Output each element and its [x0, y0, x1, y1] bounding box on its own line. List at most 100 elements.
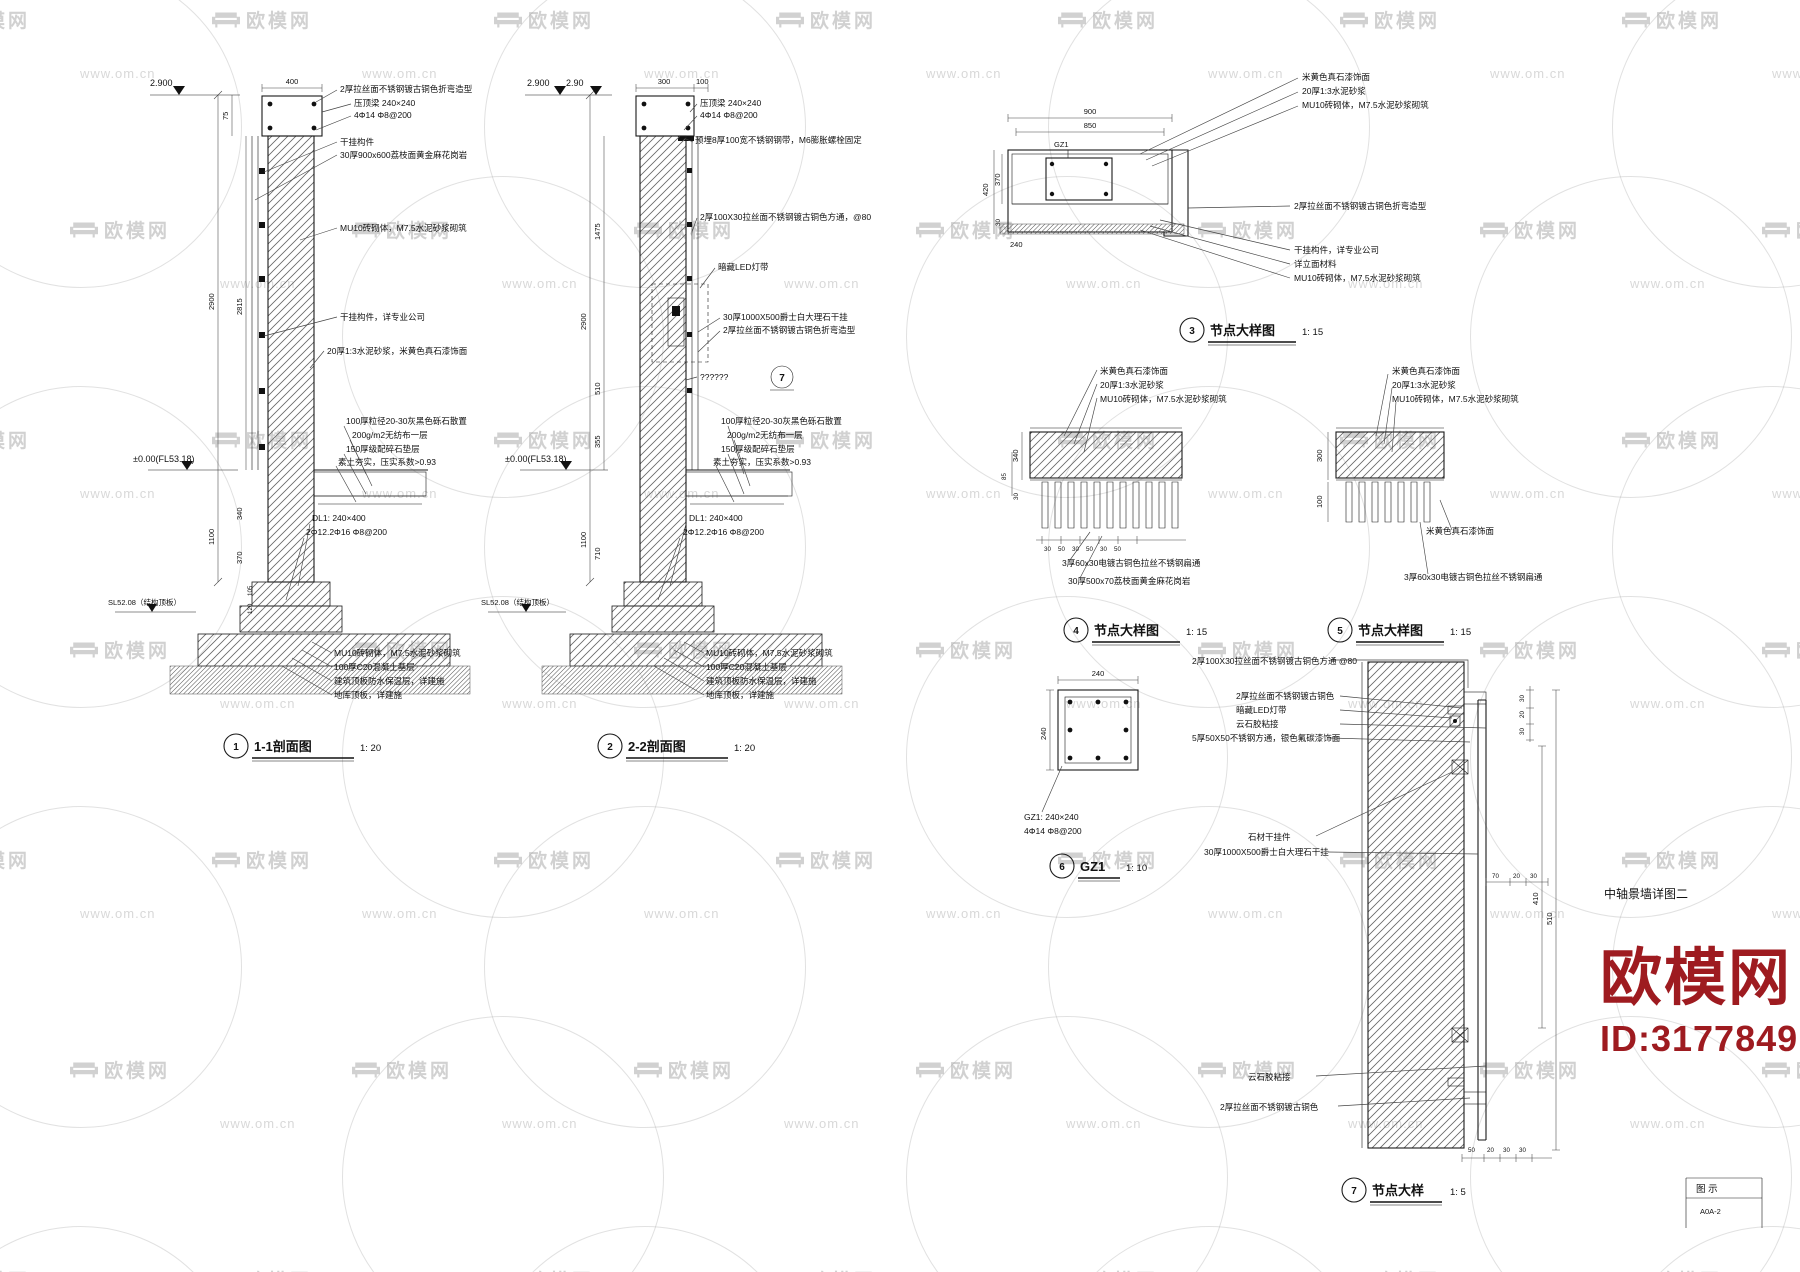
annotation: 3厚60x30电镀古铜色拉丝不锈钢扁通: [1404, 572, 1543, 582]
annotation: MU10砖砌体，M7.5水泥砂浆砌筑: [1302, 100, 1429, 110]
detail-5-node: 300 100 米黄色真石漆饰面 20厚1:3水泥砂浆 MU10砖砌体，M7.5…: [1315, 366, 1543, 646]
led-channel: [667, 297, 685, 347]
annotation: 30厚500x70荔枝面黄金麻花岗岩: [1068, 576, 1191, 586]
annotation: 建筑顶板防水保温层，详建施: [334, 676, 445, 686]
dim-line: [261, 84, 323, 92]
annotation: 云石胶粘接: [1248, 1072, 1291, 1082]
elevation-value: 2.900: [527, 78, 550, 88]
detail-number: 3: [1189, 326, 1195, 337]
dim-text: 400: [286, 77, 299, 86]
led-strip: [672, 306, 680, 316]
zero-level-marker-icon: [181, 461, 193, 470]
detail-3-node: 900 850 GZ1 420 370 30 240 米黄色真石漆饰面 20厚1…: [981, 72, 1429, 346]
dim-text: 120: [247, 603, 254, 614]
wall-body: [267, 135, 315, 583]
rebar-dots: [267, 101, 317, 131]
detail-title: GZ1: [1080, 859, 1105, 874]
detail-number-circle: [1179, 317, 1205, 343]
dim-chain-bottom: [1036, 536, 1186, 544]
column-section: [1045, 157, 1113, 201]
dim-text: 30: [1519, 1147, 1526, 1154]
sheet-side-note: 中轴景墙详图二: [1604, 886, 1688, 901]
stone-cladding-lines: [251, 136, 259, 470]
top-fitting: [1447, 705, 1465, 715]
render-band: [1335, 431, 1445, 479]
dim-text: 50: [1058, 546, 1065, 553]
masonry-hatch: [1011, 153, 1169, 205]
leader-line: [1041, 765, 1063, 813]
annotation: 2厚100X30拉丝面不锈钢镀古铜色方通，@80: [700, 212, 871, 222]
detail-scale: 1: 15: [1302, 327, 1323, 338]
dim-text: 50: [1114, 546, 1121, 553]
elevation-marker-icon: [554, 86, 602, 95]
annotation: MU10砖砌体，M7.5水泥砂浆砌筑: [340, 223, 467, 233]
leader-lines: [254, 89, 373, 601]
top-fitting: [1463, 691, 1487, 705]
annotation: 2厚拉丝面不锈钢镀古铜色: [1236, 691, 1335, 701]
annotation: 米黄色真石漆饰面: [1426, 526, 1495, 536]
title-block-label: 图 示: [1696, 1184, 1718, 1195]
annotation: 30厚1000X500爵士白大理石干挂: [1204, 847, 1329, 857]
footing-step-1: [251, 581, 331, 607]
steel-flat-bars: [1345, 481, 1431, 523]
led-box: [1449, 715, 1461, 727]
dim-text: 900: [1084, 107, 1097, 116]
bottom-fitting: [1447, 1077, 1465, 1087]
detail-number-circle: [223, 733, 249, 759]
detail-scale: 1: 20: [734, 743, 755, 754]
annotation: MU10砖砌体，M7.5水泥砂浆砌筑: [1392, 394, 1519, 404]
structure-band: [169, 665, 471, 695]
detail-title: 节点大样: [1372, 1183, 1424, 1198]
rebar-dots: [1049, 161, 1109, 197]
annotation: 4Φ14 Φ8@200: [354, 110, 412, 120]
annotation: 干挂构件，详专业公司: [1294, 245, 1379, 255]
dim-text: 370: [993, 173, 1002, 186]
annotation: 3厚60x30电镀古铜色拉丝不锈钢扁通: [1062, 558, 1201, 568]
column-label: GZ1: [1054, 140, 1069, 149]
annotation: 2厚拉丝面不锈钢镀古铜色折弯造型: [340, 84, 473, 94]
dim-chain-mid: [1485, 878, 1549, 886]
annotation: 详立面材料: [1294, 259, 1337, 269]
annotation: 压顶梁 240×240: [354, 98, 415, 108]
dim-text: 240: [1092, 669, 1105, 678]
dim-text: 20: [1487, 1147, 1494, 1154]
sub-base-lines: [686, 495, 788, 505]
annotation: 150厚级配碎石垫层: [721, 444, 795, 454]
annotation: 米黄色真石漆饰面: [1100, 366, 1169, 376]
om-logo-text: 欧模网: [1600, 944, 1793, 1013]
led-detail-dashed-box: [651, 283, 709, 363]
dim-lines-left: [993, 150, 1003, 234]
annotation: 20厚1:3水泥砂浆，米黄色真石漆饰面: [327, 346, 468, 356]
dim-text: 510: [593, 382, 602, 395]
dim-text: 300: [1315, 449, 1324, 462]
dim-text: 2900: [579, 313, 588, 330]
sl-text: SL52.08（结构顶板）: [481, 597, 554, 607]
annotation: 30厚900x600荔枝面黄金麻花岗岩: [340, 150, 468, 160]
column-outline: [1057, 689, 1139, 771]
annotation: 米黄色真石漆饰面: [1392, 366, 1461, 376]
dim-text: 100: [696, 77, 709, 86]
annotation: 2厚100X30拉丝面不锈钢镀古铜色方通 @80: [1192, 656, 1357, 666]
leader-lines: [1315, 659, 1487, 1107]
annotation: 150厚级配碎石垫层: [346, 444, 420, 454]
annotation: DL1: 240×400: [312, 513, 366, 523]
annotation: MU10砖砌体，M7.5水泥砂浆砌筑: [334, 648, 461, 658]
detail-7-node: 2厚100X30拉丝面不锈钢镀古铜色方通 @80 2厚拉丝面不锈钢镀古铜色 暗藏…: [1192, 656, 1560, 1206]
annotation: 建筑顶板防水保温层，详建施: [706, 676, 817, 686]
annotation: 4Φ14 Φ8@200: [700, 110, 758, 120]
annotation: GZ1: 240×240: [1024, 812, 1079, 822]
annotation: 素土夯实，压实系数>0.93: [338, 457, 436, 467]
detail-title: 2-2剖面图: [628, 739, 686, 754]
detail-number-circle: [597, 733, 623, 759]
footing-step-2: [611, 605, 715, 633]
annotation: 预埋8厚100宽不锈钢钢带，M6膨胀螺栓固定: [695, 135, 862, 145]
dim-lines-left: [213, 90, 247, 587]
annotation: 200g/m2无纺布一层: [727, 430, 803, 440]
dim-text: 355: [593, 435, 602, 448]
annotation: 30厚1000X500爵士白大理石干挂: [723, 312, 848, 322]
annotation: MU10砖砌体，M7.5水泥砂浆砌筑: [1100, 394, 1227, 404]
annotation: 干挂构件，详专业公司: [340, 312, 425, 322]
annotation: 20厚1:3水泥砂浆: [1392, 380, 1456, 390]
detail-4-node: 30 50 30 50 30 50 340 85 30 米黄色真石漆饰面 20厚…: [1001, 366, 1227, 646]
